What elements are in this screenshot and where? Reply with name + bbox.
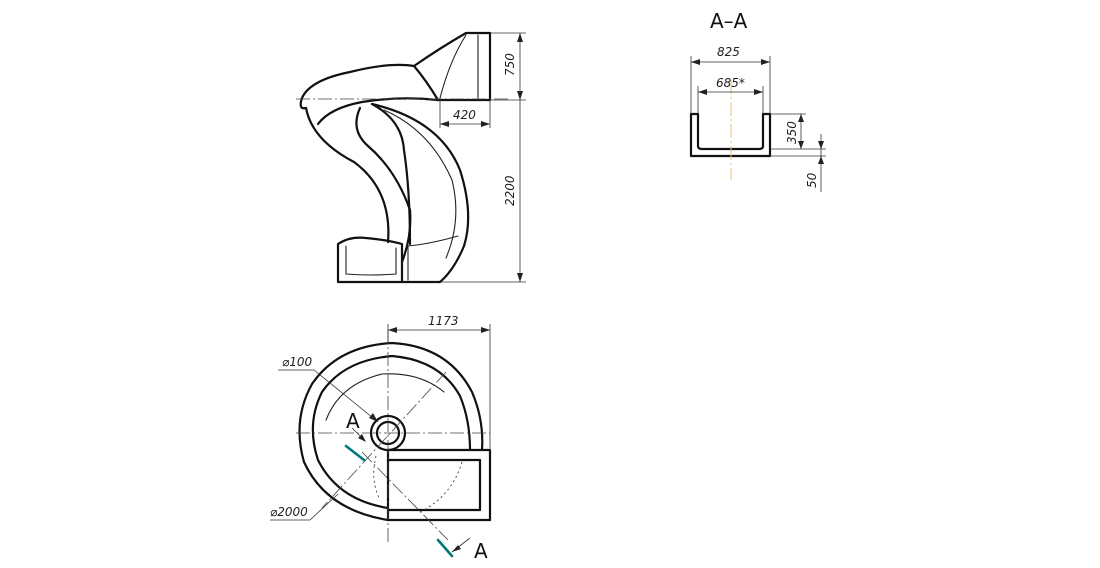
plan-inner-curve <box>325 373 445 421</box>
section-marker-upper: A <box>344 409 366 462</box>
spiral-far-right <box>370 102 470 284</box>
section-marker-upper-label: A <box>346 409 360 433</box>
plan-exit-run <box>386 448 492 522</box>
exit-runout <box>336 236 442 284</box>
dim-label-685: 685* <box>716 76 745 90</box>
plan-dimensions: 1173 ⌀100 ⌀2000 <box>270 314 491 521</box>
section-marker-upper-stroke <box>344 444 366 462</box>
dim-label-750: 750 <box>503 53 517 76</box>
side-elevation-view <box>296 31 510 284</box>
section-title: A–A <box>710 9 748 33</box>
dim-label-420: 420 <box>453 108 476 122</box>
exit-runout-right <box>407 235 459 281</box>
slide-lower-rail <box>316 97 440 126</box>
dim-label-2200: 2200 <box>503 175 517 206</box>
entry-chute-outline <box>412 31 492 102</box>
section-marker-lower-stroke <box>436 538 454 558</box>
section-marker-lower: A <box>436 537 488 563</box>
plan-exit-inner <box>386 458 482 512</box>
exit-runout-inner <box>345 245 397 276</box>
dim-label-pipe-diameter: ⌀100 <box>282 355 312 369</box>
dim-label-50: 50 <box>805 172 819 188</box>
elevation-dimensions: 750 2200 420 <box>439 32 526 283</box>
plan-hidden-line <box>373 455 463 513</box>
section-marker-lower-label: A <box>474 539 488 563</box>
spiral-right-band <box>370 102 412 246</box>
plan-axis-diagonal <box>321 371 447 509</box>
slide-top-rail <box>299 63 416 110</box>
spiral-inner-edge <box>383 109 457 259</box>
dim-label-350: 350 <box>785 121 799 144</box>
plan-view <box>296 330 492 545</box>
dim-label-1173: 1173 <box>428 314 459 328</box>
spiral-outer-left <box>304 106 390 244</box>
plan-inner-wall <box>311 354 472 510</box>
dim-label-outer-diameter: ⌀2000 <box>270 505 308 519</box>
entry-chute-inner-line <box>439 34 479 99</box>
plan-section-cut-line <box>361 451 449 541</box>
plan-outer-wall <box>298 341 484 522</box>
section-view: A–A 825 685* 350 50 <box>689 9 826 192</box>
dim-label-825: 825 <box>717 45 740 59</box>
